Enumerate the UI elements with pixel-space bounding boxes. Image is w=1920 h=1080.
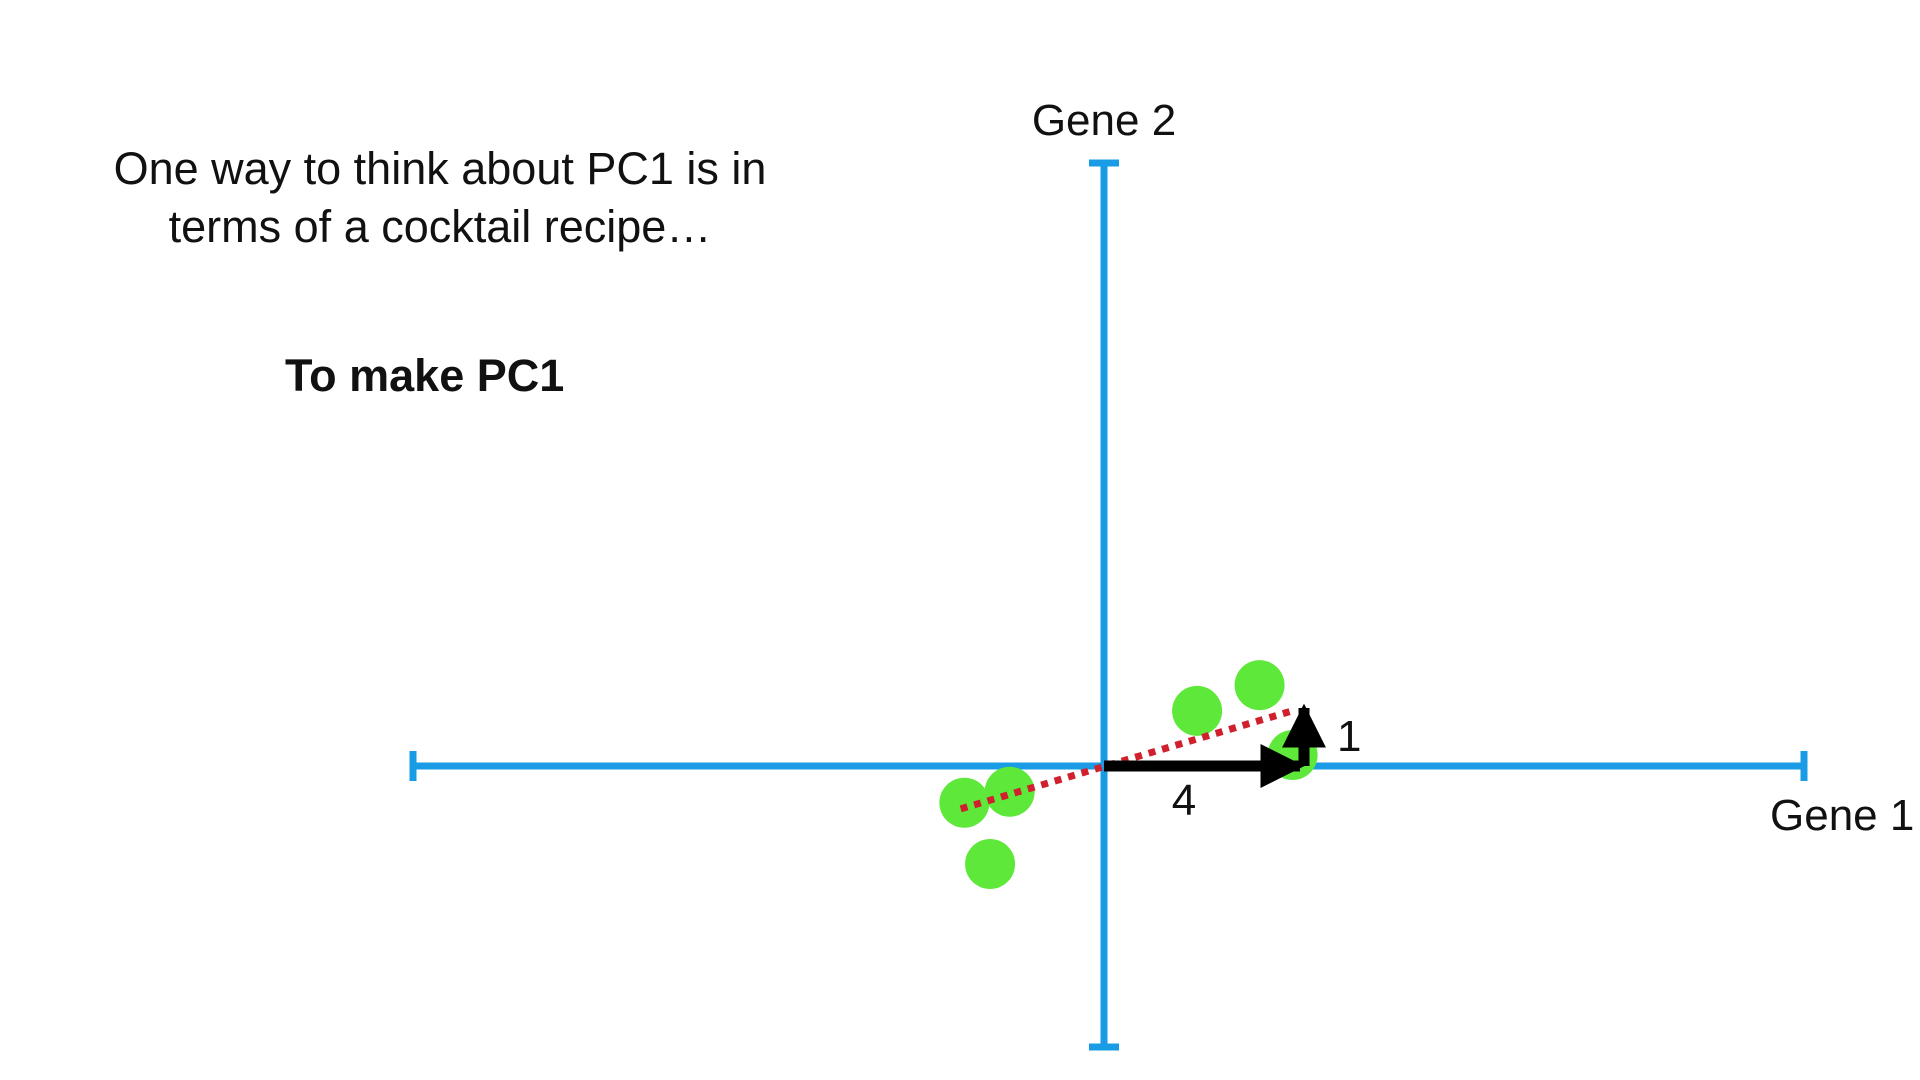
data-point: [1267, 729, 1318, 780]
pc1-heading: To make PC1: [285, 350, 565, 401]
intro-line-1: One way to think about PC1 is in: [113, 143, 767, 194]
pc1-line: [959, 706, 1298, 813]
gene2-axis-label: Gene 2: [1032, 96, 1176, 145]
data-points: [939, 660, 1318, 889]
gene2-axis: [1089, 159, 1119, 1051]
gene1-amount-label: 4: [1172, 776, 1196, 825]
intro-line-2: terms of a cocktail recipe…: [168, 201, 712, 252]
data-point: [939, 777, 990, 828]
gene2-amount-label: 1: [1337, 712, 1361, 761]
data-point: [1172, 685, 1223, 736]
data-point: [965, 839, 1016, 889]
gene1-axis-label: Gene 1: [1770, 791, 1914, 840]
data-point: [984, 766, 1035, 817]
data-point: [1234, 660, 1285, 711]
intro-text: One way to think about PC1 is in terms o…: [60, 140, 820, 256]
